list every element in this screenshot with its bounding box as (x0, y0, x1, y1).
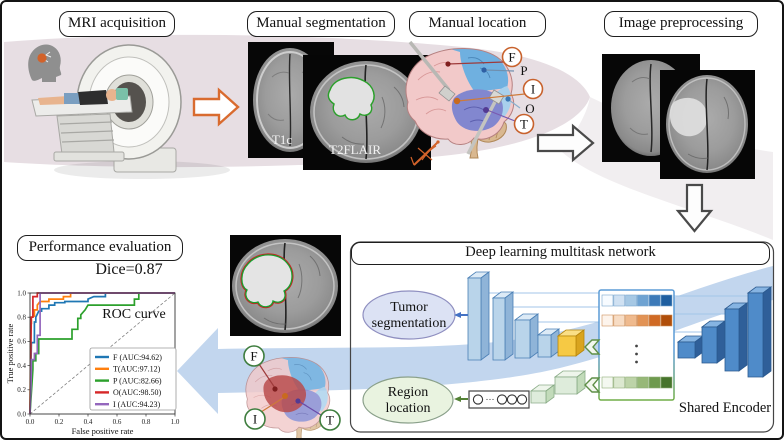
head-brain-icon (28, 44, 62, 82)
predicted-region-labels: F I T (243, 345, 341, 431)
y-tick-label: 0.8 (17, 314, 26, 322)
legend-entry: T(AUC:97.12) (113, 365, 161, 374)
y-tick-label: 0.4 (17, 362, 26, 370)
legend-box (89, 347, 177, 411)
svg-text:I: I (253, 412, 257, 427)
roc-chart: 0.0 0.2 0.4 0.6 0.8 1.0 0.0 0.2 0.4 0.6 0.8 1.0Fals… (6, 289, 180, 436)
tumor-task-label-1: Tumor (390, 300, 428, 315)
annotation-pen-icon (410, 140, 440, 166)
svg-text:I: I (531, 82, 535, 97)
x-tick-label: 0.6 (113, 418, 122, 426)
feedback-arrow-blue (177, 266, 773, 414)
roc-series-line (29, 292, 175, 415)
x-tick-label: 0.8 (142, 418, 151, 426)
svg-text:T: T (326, 413, 334, 428)
flow-arrow-right-gray-icon (536, 123, 595, 163)
x-tick-label: 0.4 (84, 418, 93, 426)
preprocessed-mri-2 (660, 70, 755, 179)
region-task-arrow (454, 396, 468, 402)
region-task-label-2: location (385, 401, 430, 416)
roc-series-line (29, 292, 175, 415)
region-location-ellipse (362, 376, 454, 424)
y-tick-label: 0.0 (17, 410, 26, 418)
chart-title: ROC curve (102, 307, 165, 322)
fc-layer: ··· (468, 390, 530, 409)
panel-title-performance-evaluation: Performance evaluation (17, 235, 183, 261)
panel-title-mri-acquisition: MRI acquisition (59, 11, 175, 37)
svg-text:P: P (520, 63, 527, 78)
legend-entry: O(AUC:98.50) (113, 388, 162, 397)
feature-box (598, 289, 675, 401)
svg-text:O: O (525, 101, 534, 116)
x-tick-label: 0.0 (26, 418, 35, 426)
flow-arrow-right-orange-icon (192, 87, 240, 127)
image-label-t1c: T1c (272, 132, 292, 147)
y-tick-label: 0.2 (17, 386, 26, 394)
panel-title-manual-location: Manual location (409, 11, 546, 37)
y-tick-label: 0.6 (17, 338, 26, 346)
region-task-label-1: Region (388, 385, 428, 400)
roc-series-line (29, 292, 175, 415)
svg-text:T: T (520, 117, 528, 132)
segmentation-result-mri (230, 235, 341, 336)
svg-text:F: F (508, 50, 515, 65)
svg-text:···: ··· (486, 395, 495, 405)
mri-image-t2flair-segmented (303, 55, 431, 170)
x-axis-label: False positive rate (72, 426, 134, 436)
tumor-task-arrow (454, 312, 468, 318)
roc-series-line (29, 292, 175, 415)
y-axis-label: True positive rate (6, 323, 15, 383)
chance-diagonal (29, 292, 176, 415)
panel-title-manual-segmentation: Manual segmentation (247, 11, 395, 37)
svg-text:F: F (250, 349, 257, 364)
shared-encoder-label: Shared Encoder (679, 400, 771, 416)
tumor-segmentation-ellipse (362, 290, 456, 340)
location-label-lines (445, 61, 526, 122)
image-label-t2flair: T2FLAIR (329, 142, 381, 157)
flow-arrow-down-gray-icon (675, 183, 714, 233)
network-blocks (466, 271, 773, 404)
legend-entry: F (AUC:94.62) (113, 353, 162, 362)
panel-title-network: Deep learning multitask network (351, 242, 770, 265)
legend-entry: I (AUC:94.23) (113, 400, 160, 409)
y-tick-label: 1.0 (17, 289, 26, 297)
x-tick-label: 1.0 (171, 418, 180, 426)
tumor-task-label-2: segmentation (372, 316, 447, 331)
location-region-labels: F P I O T (501, 46, 544, 135)
predicted-label-lines (258, 363, 322, 416)
panel-title-image-preprocessing: Image preprocessing (604, 11, 758, 37)
legend-entry: P (AUC:82.66) (113, 376, 162, 385)
feature-chevron-arrows (584, 339, 601, 393)
mri-scanner-illustration (31, 44, 230, 179)
dice-score: Dice=0.87 (95, 261, 163, 278)
x-tick-label: 0.2 (55, 418, 64, 426)
